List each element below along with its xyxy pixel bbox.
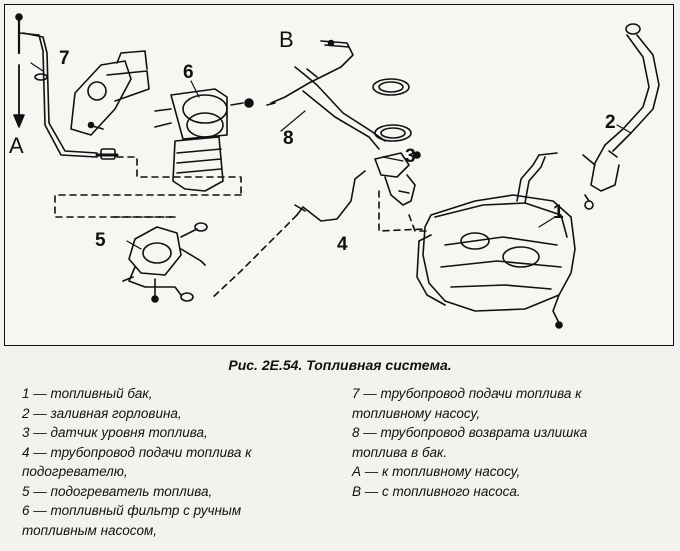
fuel-filter-6 [154, 88, 254, 192]
label-4: 4 [337, 234, 348, 255]
label-6: 6 [183, 62, 194, 83]
legend-item: подогревателю, [22, 464, 128, 479]
dashed-leaders [54, 156, 428, 300]
label-3: 3 [405, 146, 416, 167]
legend-item: 5 — подогреватель топлива, [22, 483, 213, 499]
legend-item: 3 — датчик уровня топлива, [22, 425, 208, 440]
legend-item: 6 — топливный фильтр с ручным [22, 503, 242, 518]
return-line-8 [266, 39, 386, 150]
legend-item: топлива в бак. [352, 444, 448, 460]
legend-item: 2 — заливная горловина, [22, 405, 182, 421]
legend-item: топливному насосу, [352, 405, 481, 421]
leader-lines [30, 62, 632, 250]
fuel-heater-5 [122, 222, 208, 303]
fuel-system-figure: 1 2 3 4 5 6 7 8 A B [4, 4, 674, 346]
fuel-system-diagram [13, 13, 660, 329]
fuel-line-4 [294, 170, 366, 222]
label-5: 5 [95, 230, 106, 251]
fuel-tank-1 [416, 152, 576, 329]
legend-item: 1 — топливный бак, [22, 386, 153, 401]
legend-item: 8 — трубопровод возврата излишка [352, 425, 588, 440]
label-1: 1 [553, 202, 564, 223]
label-b: B [279, 27, 294, 52]
label-2: 2 [605, 112, 616, 133]
legend-item: топливным насосом, [22, 522, 158, 538]
label-7: 7 [59, 48, 70, 69]
legend-item: 4 — трубопровод подачи топлива к [22, 444, 252, 460]
legend-item: 7 — трубопровод подачи топлива к [352, 386, 582, 401]
label-8: 8 [283, 128, 294, 149]
fuel-line-7 [13, 13, 98, 158]
fuel-level-sensor-3 [372, 78, 421, 206]
filter-bracket [70, 50, 150, 136]
filler-neck-2 [582, 23, 660, 210]
legend-left: 1 — топливный бак, 2 — заливная горловин… [22, 384, 342, 540]
legend-item: А — к топливному насосу, [352, 464, 521, 479]
legend-item: В — с топливного насоса. [352, 483, 521, 499]
legend-right: 7 — трубопровод подачи топлива к топливн… [352, 384, 672, 501]
figure-caption: Рис. 2Е.54. Топливная система. [228, 357, 452, 373]
label-a: A [9, 133, 24, 158]
